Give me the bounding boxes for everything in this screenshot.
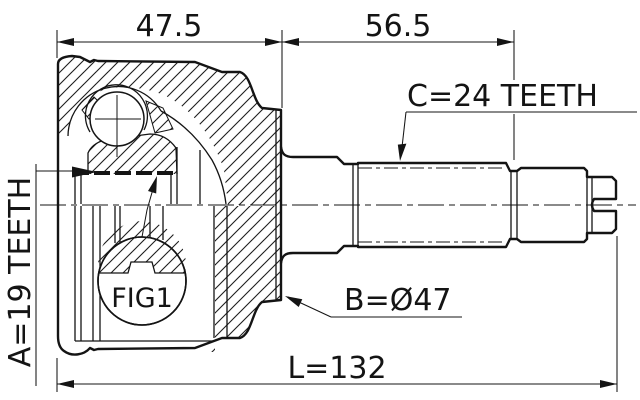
housing-outline — [56, 54, 283, 356]
dim-overall-length: L=132 — [56, 236, 618, 392]
label-housing-diameter-text: B=Ø47 — [344, 283, 452, 318]
ball-centerline-cross — [95, 95, 141, 157]
detail-leader-arrow — [148, 176, 157, 194]
dim-housing-width: 47.5 — [56, 9, 283, 108]
dim-housing-width-text: 47.5 — [136, 9, 203, 44]
dim-overall-length-text: L=132 — [287, 351, 386, 386]
label-housing-diameter: B=Ø47 — [285, 283, 462, 318]
housing-section-hatch — [58, 56, 280, 352]
detail-label: FIG1 — [111, 283, 173, 314]
ball-track-arcs — [67, 84, 227, 205]
label-inner-spline-text: A=19 TEETH — [3, 177, 38, 368]
label-inner-spline: A=19 TEETH — [3, 164, 97, 386]
dim-spline-length-text: 56.5 — [365, 9, 432, 44]
label-shaft-spline-text: C=24 TEETH — [407, 79, 598, 114]
label-shaft-spline: C=24 TEETH — [397, 79, 637, 161]
hub-edges — [74, 147, 201, 204]
detail-balloon: FIG1 — [97, 176, 187, 326]
shaft-spline-pitch-lines — [358, 167, 506, 243]
dim-spline-length: 56.5 — [282, 9, 515, 160]
